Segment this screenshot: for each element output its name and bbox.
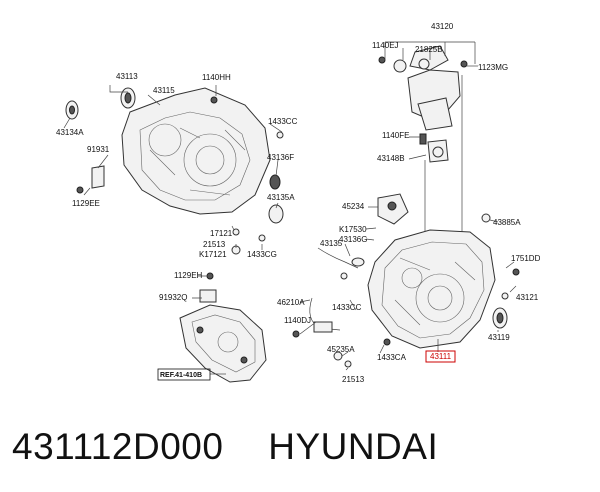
mount-bracket-assembly bbox=[378, 45, 468, 163]
label-1433CA: 1433CA bbox=[377, 353, 407, 362]
brand-name: HYUNDAI bbox=[268, 426, 439, 467]
label-ref-41-410B: REF.41-410B bbox=[160, 372, 202, 379]
label-43135A: 43135A bbox=[267, 193, 295, 202]
label-1129EH: 1129EH bbox=[174, 271, 203, 280]
seal-rings-left bbox=[65, 87, 284, 255]
label-45235A: 45235A bbox=[327, 345, 355, 354]
label-1140EJ: 1140EJ bbox=[372, 41, 399, 50]
label-46210A: 46210A bbox=[277, 298, 305, 307]
label-K17121: K17121 bbox=[199, 250, 227, 259]
label-91932Q: 91932Q bbox=[159, 293, 187, 302]
label-1129EE: 1129EE bbox=[72, 199, 100, 208]
transaxle-case-43111 bbox=[367, 213, 520, 349]
exploded-parts-diagram: 43120 1140EJ 21825B 1123MG 43113 1140HH … bbox=[56, 22, 541, 384]
label-1433CC-upper: 1433CC bbox=[268, 117, 298, 126]
label-K17530: K17530 bbox=[339, 225, 367, 234]
label-43119: 43119 bbox=[488, 333, 510, 342]
label-1140DJ: 1140DJ bbox=[284, 316, 311, 325]
label-21513-upper: 21513 bbox=[203, 240, 226, 249]
label-21825B: 21825B bbox=[415, 45, 443, 54]
label-43120: 43120 bbox=[431, 22, 454, 31]
label-1140FE: 1140FE bbox=[382, 131, 409, 140]
label-43113: 43113 bbox=[116, 72, 138, 81]
shift-lever-assembly bbox=[179, 272, 267, 383]
label-43885A: 43885A bbox=[493, 218, 521, 227]
ref-box bbox=[157, 368, 211, 381]
label-43136G: 43136G bbox=[339, 235, 367, 244]
label-43121: 43121 bbox=[516, 293, 539, 302]
label-1751DD: 1751DD bbox=[511, 254, 541, 263]
part-number: 431112D000 bbox=[12, 426, 224, 467]
clutch-housing bbox=[121, 87, 284, 215]
label-1140HH: 1140HH bbox=[202, 73, 231, 82]
label-45234: 45234 bbox=[342, 202, 365, 211]
label-17121: 17121 bbox=[210, 229, 233, 238]
label-43134A: 43134A bbox=[56, 128, 84, 137]
label-21513-lower: 21513 bbox=[342, 375, 365, 384]
label-43111: 43111 bbox=[430, 352, 452, 361]
label-43115: 43115 bbox=[153, 86, 175, 95]
shift-components bbox=[292, 193, 409, 368]
label-1123MG: 1123MG bbox=[478, 63, 508, 72]
part-caption: 431112D000 HYUNDAI bbox=[12, 426, 592, 476]
label-91931: 91931 bbox=[87, 145, 110, 154]
label-1433CG: 1433CG bbox=[247, 250, 277, 259]
label-43148B: 43148B bbox=[377, 154, 405, 163]
label-43135: 43135 bbox=[320, 239, 343, 248]
label-43136F: 43136F bbox=[267, 153, 294, 162]
highlight-box-43111 bbox=[425, 350, 456, 363]
label-1433CC-lower: 1433CC bbox=[332, 303, 362, 312]
